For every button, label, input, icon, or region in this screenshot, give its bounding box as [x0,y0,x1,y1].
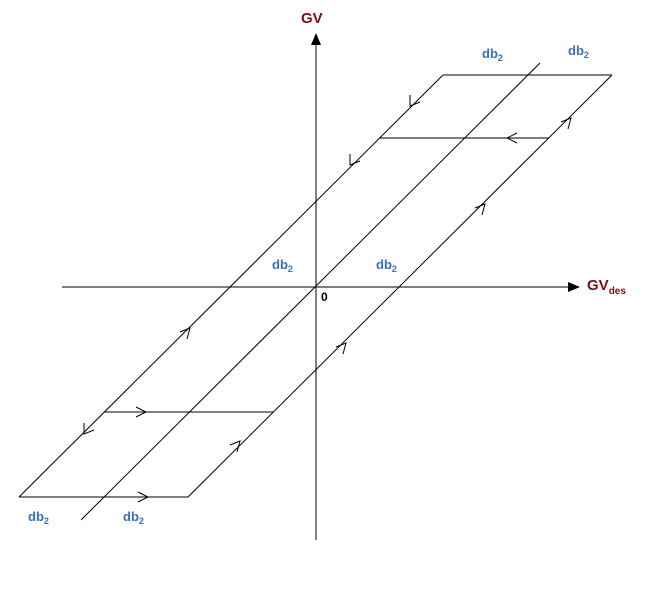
arrow-up-right-diag-2-icon [335,342,347,355]
db-label-top-middle: db2 [482,46,503,63]
arrow-down-left-diag-3-icon [83,423,95,435]
y-axis-arrow-icon [311,33,321,45]
y-axis-label: GV [301,10,323,27]
center-diagonal-line [80,62,541,521]
arrow-left-inner-upper-icon [505,132,518,144]
right-diagonal-line [187,74,613,498]
arrow-up-right-diag-4-icon [560,117,572,130]
db-label-center-right: db2 [376,257,397,274]
arrow-up-left-diag-icon [179,327,191,340]
x-axis-label-main: GV [587,277,609,294]
arrow-down-left-diag-2-icon [349,154,361,166]
db-label-center-left: db2 [272,257,293,274]
db-label-top-right: db2 [568,43,589,60]
db-label-bottom-middle: db2 [123,509,144,526]
arrow-down-left-diag-1-icon [409,95,421,107]
arrow-right-inner-lower-icon [135,406,148,418]
origin-label: 0 [321,290,328,304]
db-label-bottom-left: db2 [28,509,49,526]
arrow-up-right-diag-3-icon [474,203,486,216]
x-axis-label: GVdes [587,277,626,297]
arrow-up-right-diag-1-icon [229,440,241,453]
arrow-right-lower-icon [137,491,150,503]
left-diagonal-line [18,74,444,498]
x-axis-label-sub: des [609,286,627,297]
x-axis-arrow-icon [568,282,580,292]
